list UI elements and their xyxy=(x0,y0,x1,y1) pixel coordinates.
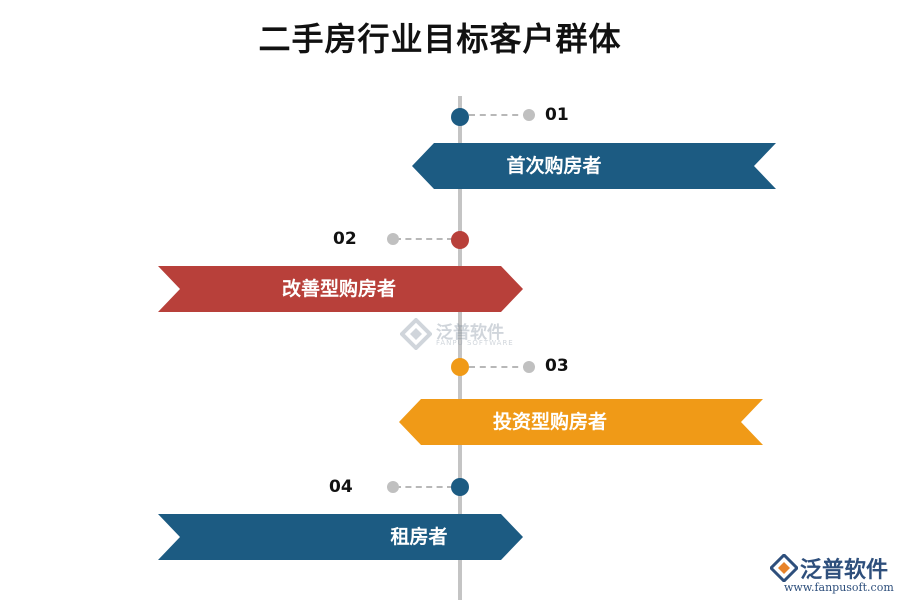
timeline-node-04 xyxy=(451,478,469,496)
watermark-subtitle: FANPU SOFTWARE xyxy=(436,339,514,347)
watermark-logo-icon xyxy=(400,318,432,350)
connector-03 xyxy=(469,366,529,368)
banner-04: 租房者 xyxy=(158,514,523,560)
marker-dot-02 xyxy=(387,233,399,245)
item-number-04: 04 xyxy=(329,477,353,497)
brand-logo-url: www.fanpusoft.com xyxy=(784,581,894,594)
brand-logo: 泛普软件 www.fanpusoft.com xyxy=(770,552,895,598)
banner-02: 改善型购房者 xyxy=(158,266,523,312)
ribbon-arrow-02 xyxy=(158,266,523,312)
banner-label-02: 改善型购房者 xyxy=(281,278,396,300)
ribbon-arrow-04 xyxy=(158,514,523,560)
timeline-node-01 xyxy=(451,108,469,126)
timeline-node-02 xyxy=(451,231,469,249)
watermark-name: 泛普软件 xyxy=(436,323,504,343)
ribbon-arrow-01 xyxy=(412,143,776,189)
connector-04 xyxy=(395,486,453,488)
ribbon-arrow-03 xyxy=(399,399,763,445)
brand-logo-name: 泛普软件 xyxy=(800,558,889,583)
item-number-01: 01 xyxy=(545,105,569,125)
marker-dot-04 xyxy=(387,481,399,493)
marker-dot-01 xyxy=(523,109,535,121)
banner-label-03: 投资型购房者 xyxy=(492,411,607,433)
banner-03: 投资型购房者 xyxy=(399,399,763,445)
banner-label-04: 租房者 xyxy=(390,526,448,548)
timeline-line xyxy=(458,96,462,600)
marker-dot-03 xyxy=(523,361,535,373)
page-title: 二手房行业目标客户群体 xyxy=(258,20,622,58)
timeline-node-03 xyxy=(451,358,469,376)
item-number-03: 03 xyxy=(545,356,569,376)
brand-logo-icon xyxy=(770,554,798,582)
connector-01 xyxy=(469,114,529,116)
item-number-02: 02 xyxy=(333,229,357,249)
watermark: 泛普软件 FANPU SOFTWARE xyxy=(400,318,530,352)
banner-01: 首次购房者 xyxy=(412,143,776,189)
banner-label-01: 首次购房者 xyxy=(506,155,602,177)
connector-02 xyxy=(395,238,453,240)
